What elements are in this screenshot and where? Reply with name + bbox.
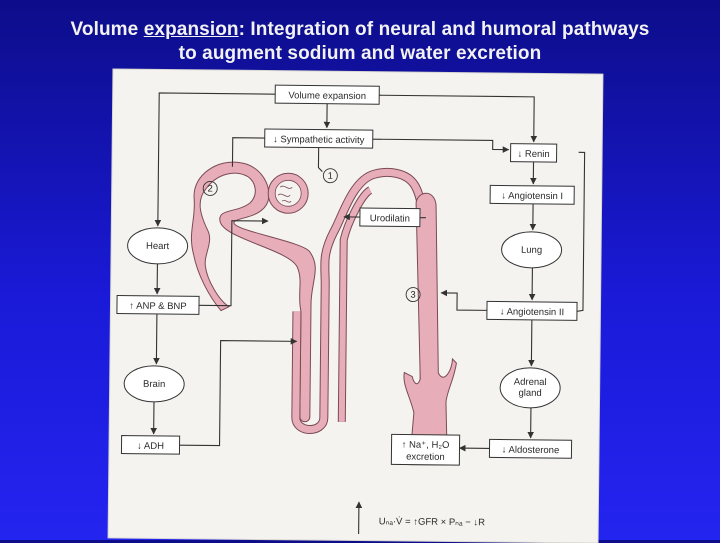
- label-aldosterone: ↓ Aldosterone: [502, 445, 560, 457]
- box-renin: ↓ Renin: [510, 143, 558, 163]
- label-heart: Heart: [146, 241, 170, 252]
- loop-of-henle: [292, 168, 430, 433]
- box-urodilatin: Urodilatin: [359, 207, 421, 228]
- box-sympathetic: ↓ Sympathetic activity: [264, 128, 374, 149]
- label-adrenal-1: Adrenal: [514, 377, 547, 388]
- label-anp-bnp: ↑ ANP & BNP: [129, 301, 187, 313]
- label-marker-2: 2: [208, 183, 213, 194]
- ellipse-adrenal: Adrenal gland: [499, 367, 561, 409]
- box-excretion: ↑ Na⁺, H₂O excretion: [390, 433, 461, 466]
- box-angiotensin2: ↓ Angiotensin II: [486, 300, 578, 321]
- connectors: [150, 92, 586, 535]
- ellipse-lung: Lung: [501, 231, 563, 269]
- box-anp-bnp: ↑ ANP & BNP: [116, 294, 200, 315]
- title-underlined-word: expansion: [143, 19, 239, 40]
- marker-1: 1: [322, 168, 338, 184]
- label-adrenal-2: gland: [518, 388, 541, 399]
- label-excretion-1: ↑ Na⁺, H₂O: [402, 439, 450, 450]
- label-angiotensin1: ↓ Angiotensin I: [501, 191, 563, 203]
- box-aldosterone: ↓ Aldosterone: [488, 438, 573, 459]
- nephron: [190, 161, 457, 466]
- slide-title: Volume expansion: Integration of neural …: [0, 18, 720, 66]
- label-urodilatin: Urodilatin: [370, 213, 410, 224]
- title-line1-post: : Integration of neural and humoral path…: [238, 19, 650, 40]
- label-equation: Uₙₐ·V̇ = ↑GFR × Pₙₐ − ↓R: [379, 516, 485, 529]
- marker-2: 2: [202, 181, 218, 196]
- marker-3: 3: [405, 287, 421, 303]
- title-line1-pre: Volume: [70, 19, 144, 40]
- collecting-duct: [403, 192, 457, 466]
- label-angiotensin2: ↓ Angiotensin II: [500, 307, 565, 319]
- label-brain: Brain: [143, 379, 165, 390]
- label-lung: Lung: [521, 245, 542, 256]
- label-adh: ↓ ADH: [137, 441, 164, 452]
- label-marker-3: 3: [410, 290, 415, 301]
- ellipse-brain: Brain: [123, 365, 185, 403]
- label-excretion-2: excretion: [406, 452, 445, 463]
- diagram-figure: Volume expansion ↓ Sympathetic activity …: [108, 69, 603, 543]
- label-volume-expansion: Volume expansion: [288, 90, 366, 102]
- label-marker-1: 1: [328, 171, 333, 182]
- box-angiotensin1: ↓ Angiotensin I: [489, 184, 575, 205]
- box-adh: ↓ ADH: [120, 435, 181, 455]
- box-volume-expansion: Volume expansion: [274, 84, 380, 105]
- title-line2: to augment sodium and water excretion: [178, 43, 542, 64]
- equation: Uₙₐ·V̇ = ↑GFR × Pₙₐ − ↓R: [379, 516, 485, 529]
- ellipse-heart: Heart: [127, 227, 189, 265]
- diagram-svg: Volume expansion ↓ Sympathetic activity …: [116, 84, 586, 535]
- label-sympathetic: ↓ Sympathetic activity: [273, 134, 365, 146]
- label-renin: ↓ Renin: [517, 149, 549, 160]
